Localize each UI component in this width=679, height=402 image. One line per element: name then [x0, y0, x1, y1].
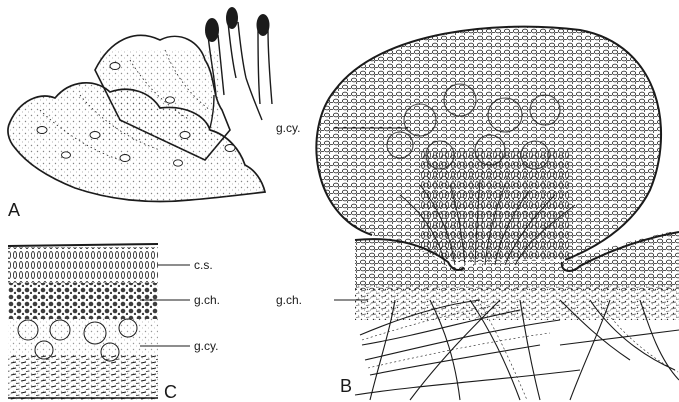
label-c-s: c.s.: [194, 258, 213, 272]
stalk-head-1: [205, 18, 219, 42]
panel-b-head-fill: [300, 20, 679, 270]
stalk-head-2: [226, 7, 238, 29]
label-b-g-ch: g.ch.: [276, 293, 302, 307]
panel-b-drawing: [300, 20, 679, 400]
label-b-g-cy: g.cy.: [276, 121, 300, 135]
label-c-g-cy: g.cy.: [194, 339, 218, 353]
stalk-head-3: [257, 14, 270, 36]
panel-c-letter: C: [164, 382, 177, 402]
label-c-g-ch: g.ch.: [194, 293, 220, 307]
panel-a-letter: A: [8, 200, 20, 220]
panel-c-section: [8, 244, 158, 400]
panel-b-letter: B: [340, 376, 352, 396]
panel-a-drawing: [8, 7, 272, 202]
